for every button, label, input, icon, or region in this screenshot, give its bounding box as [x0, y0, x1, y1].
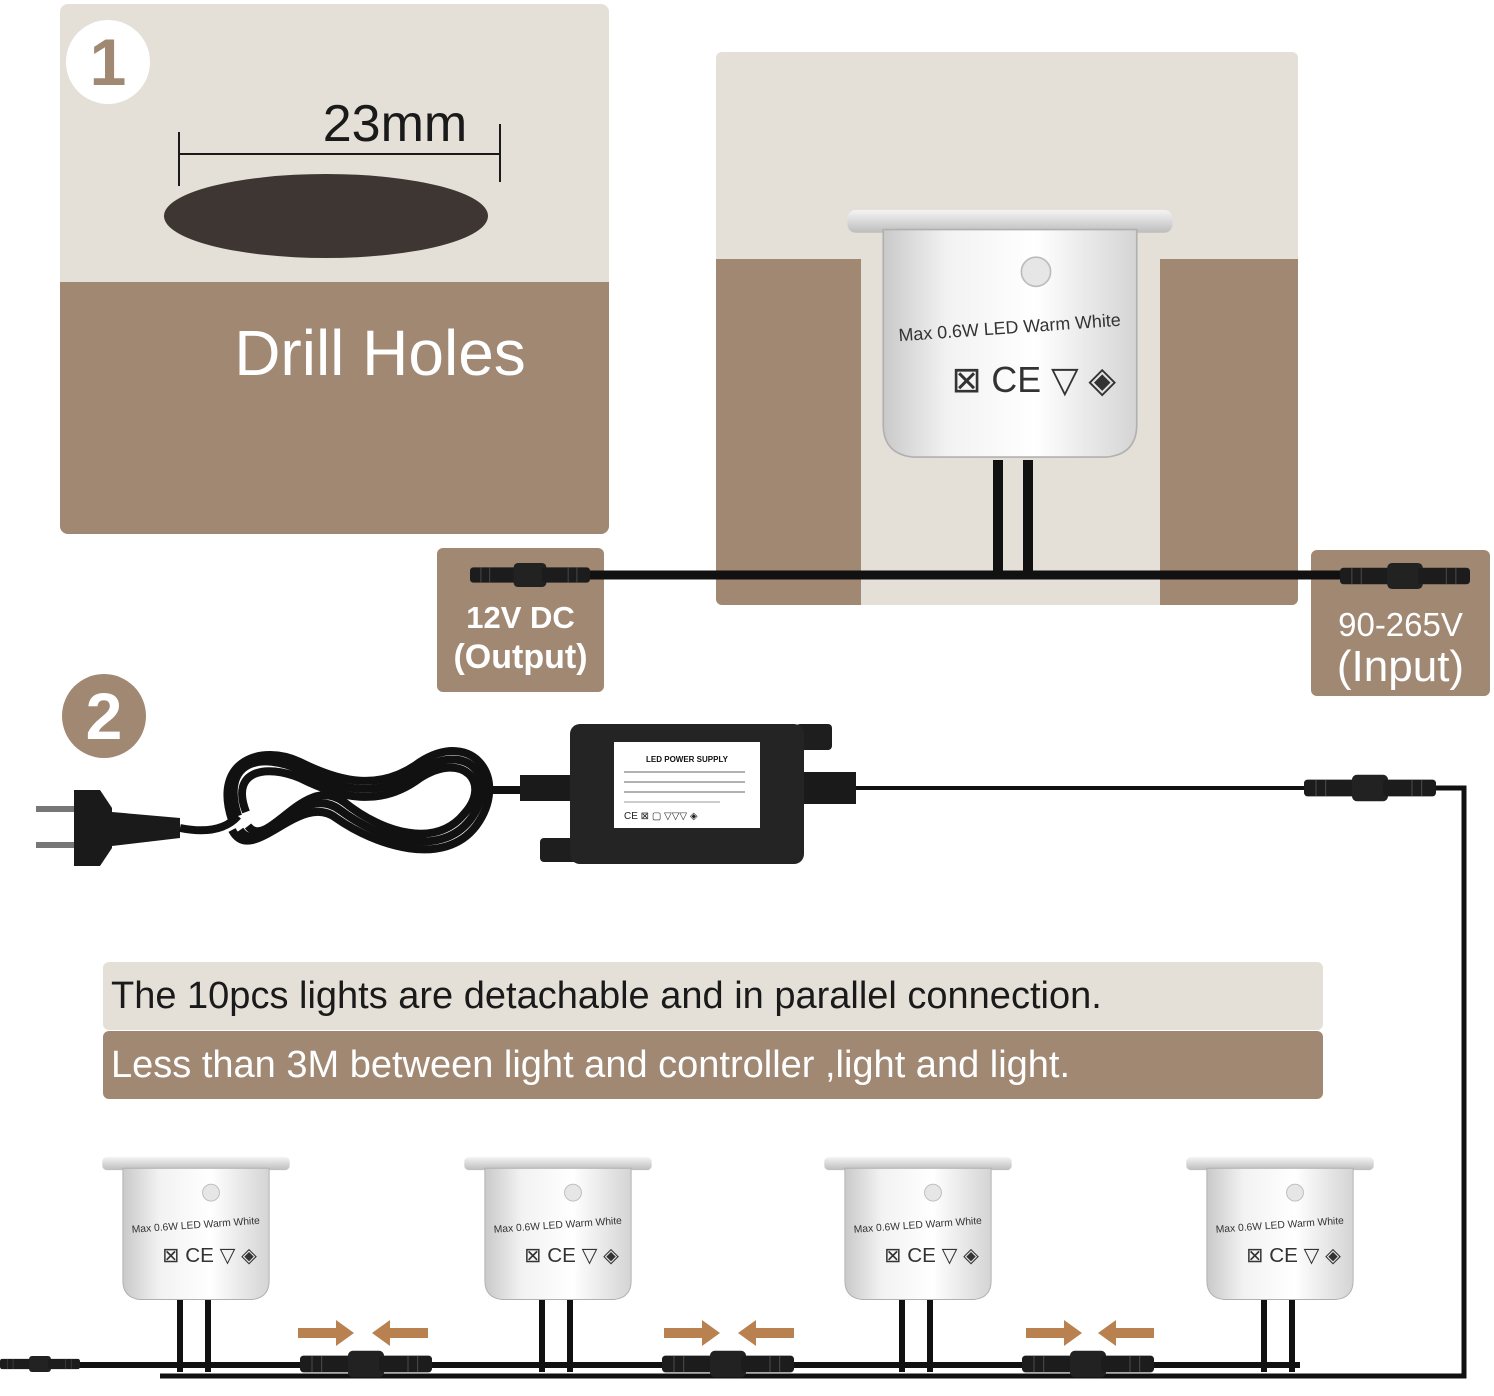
drill-holes-lower-band — [60, 282, 609, 534]
arrow-right-2 — [664, 1320, 720, 1346]
arrow-left-3 — [1098, 1320, 1154, 1346]
hole-shape — [164, 174, 488, 258]
chain-connector-3 — [1021, 1350, 1155, 1378]
drill-holes-panel: 1 23mm Drill Holes — [60, 4, 609, 534]
output-voltage: 12V DC — [466, 600, 575, 635]
chain-connector-1 — [299, 1350, 433, 1378]
drill-hole-graphic — [164, 124, 501, 258]
step-2-badge: 2 — [62, 674, 146, 758]
arrow-left-1 — [372, 1320, 428, 1346]
recessed-light-1 — [101, 1157, 291, 1300]
recessed-light-2 — [463, 1157, 653, 1300]
join-arrows — [298, 1320, 1154, 1346]
coiled-power-cable — [179, 747, 530, 854]
drill-holes-title: Drill Holes — [234, 317, 526, 389]
psu-output-connector — [1303, 774, 1437, 802]
chain-connector-2 — [661, 1350, 795, 1378]
input-connector-plug — [1340, 562, 1470, 590]
led-power-supply: LED POWER SUPPLY CE ⊠ ▢ ▽▽▽ ◈ — [520, 724, 856, 864]
hole-diameter-label: 23mm — [322, 95, 468, 153]
recessed-light-top — [846, 210, 1174, 458]
output-connector-plug — [470, 562, 590, 588]
recessed-light-4 — [1185, 1157, 1375, 1300]
svg-text:CE ⊠ ▢ ▽▽▽ ◈: CE ⊠ ▢ ▽▽▽ ◈ — [624, 811, 698, 822]
power-supply-title: LED POWER SUPPLY — [646, 755, 729, 764]
step-1-badge: 1 — [66, 20, 150, 104]
top-lamp-cable — [993, 460, 1033, 578]
chain-end-connector — [0, 1355, 80, 1373]
eu-plug — [36, 790, 180, 866]
parallel-connection-note: The 10pcs lights are detachable and in p… — [103, 962, 1323, 1030]
main-return-cable — [160, 785, 1467, 1379]
arrow-left-2 — [738, 1320, 794, 1346]
arrow-right-1 — [298, 1320, 354, 1346]
output-caption: (Output) — [453, 638, 588, 676]
input-voltage: 90-265V — [1338, 606, 1463, 643]
wall-left — [716, 259, 861, 605]
arrow-right-3 — [1026, 1320, 1082, 1346]
wall-right — [1160, 259, 1298, 605]
distance-limit-note: Less than 3M between light and controlle… — [103, 1031, 1323, 1099]
input-caption: (Input) — [1336, 642, 1465, 691]
bottom-light-chain — [0, 1157, 1375, 1378]
recessed-light-3 — [823, 1157, 1013, 1300]
